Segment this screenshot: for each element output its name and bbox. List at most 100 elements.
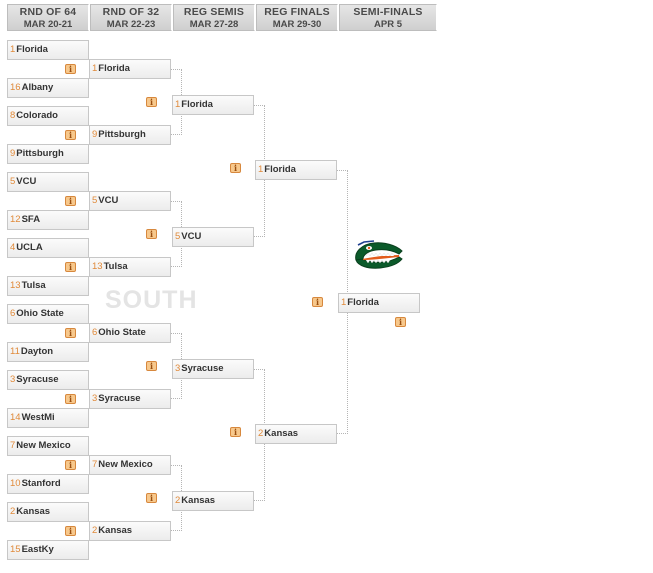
rnd64-slot[interactable]: 16Albany — [7, 78, 89, 98]
rnd64-slot[interactable]: 6Ohio State — [7, 304, 89, 324]
game-info-icon[interactable]: i — [65, 262, 76, 272]
team-name: Florida — [347, 297, 379, 308]
seed: 3 — [175, 363, 181, 374]
team-name: Dayton — [20, 346, 54, 357]
rnd64-slot[interactable]: 13Tulsa — [7, 276, 89, 296]
seed: 1 — [175, 99, 181, 110]
round-header-semi-finals: SEMI-FINALS APR 5 — [339, 4, 437, 31]
seed: 5 — [10, 176, 16, 187]
game-info-icon[interactable]: i — [146, 361, 157, 371]
seed: 9 — [10, 148, 16, 159]
rnd64-slot[interactable]: 2Kansas — [7, 502, 89, 522]
rnd64-slot[interactable]: 14WestMi — [7, 408, 89, 428]
game-info-icon[interactable]: i — [146, 493, 157, 503]
team-name: Syracuse — [181, 363, 224, 374]
team-name: Albany — [21, 82, 54, 93]
rnd32-slot[interactable]: 7New Mexico — [89, 455, 171, 475]
team-name: Syracuse — [16, 374, 59, 385]
rnd64-slot[interactable]: 9Pittsburgh — [7, 144, 89, 164]
reg-finals-slot[interactable]: 2Kansas — [255, 424, 337, 444]
team-name: Florida — [181, 99, 213, 110]
team-name: VCU — [16, 176, 37, 187]
seed: 13 — [92, 261, 103, 272]
game-info-icon[interactable]: i — [230, 427, 241, 437]
seed: 6 — [10, 308, 16, 319]
team-name: New Mexico — [16, 440, 71, 451]
game-info-icon[interactable]: i — [65, 526, 76, 536]
game-info-icon[interactable]: i — [395, 317, 406, 327]
reg-semis-slot[interactable]: 5VCU — [172, 227, 254, 247]
rnd64-slot[interactable]: 1Florida — [7, 40, 89, 60]
reg-semis-slot[interactable]: 1Florida — [172, 95, 254, 115]
reg-finals-slot[interactable]: 1Florida — [255, 160, 337, 180]
reg-semis-slot[interactable]: 2Kansas — [172, 491, 254, 511]
game-info-icon[interactable]: i — [312, 297, 323, 307]
team-name: VCU — [98, 195, 119, 206]
seed: 14 — [10, 412, 21, 423]
florida-gators-logo — [355, 240, 403, 269]
rnd64-slot[interactable]: 7New Mexico — [7, 436, 89, 456]
rnd64-slot[interactable]: 10Stanford — [7, 474, 89, 494]
team-name: Ohio State — [16, 308, 64, 319]
seed: 10 — [10, 478, 21, 489]
team-name: UCLA — [16, 242, 43, 253]
team-name: Kansas — [264, 428, 299, 439]
game-info-icon[interactable]: i — [65, 394, 76, 404]
team-name: Kansas — [98, 525, 133, 536]
rnd32-slot[interactable]: 6Ohio State — [89, 323, 171, 343]
rnd64-slot[interactable]: 12SFA — [7, 210, 89, 230]
semi-finals-slot[interactable]: 1Florida — [338, 293, 420, 313]
game-info-icon[interactable]: i — [65, 130, 76, 140]
seed: 7 — [92, 459, 98, 470]
round-dates: MAR 29-30 — [272, 19, 322, 30]
team-name: Pittsburgh — [16, 148, 64, 159]
rnd64-slot[interactable]: 3Syracuse — [7, 370, 89, 390]
seed: 11 — [10, 346, 20, 357]
seed: 3 — [10, 374, 16, 385]
seed: 7 — [10, 440, 16, 451]
game-info-icon[interactable]: i — [65, 460, 76, 470]
rnd64-slot[interactable]: 15EastKy — [7, 540, 89, 560]
rnd32-slot[interactable]: 9Pittsburgh — [89, 125, 171, 145]
game-info-icon[interactable]: i — [230, 163, 241, 173]
team-name: Florida — [264, 164, 296, 175]
team-name: Syracuse — [98, 393, 141, 404]
rnd32-slot[interactable]: 1Florida — [89, 59, 171, 79]
game-info-icon[interactable]: i — [65, 64, 76, 74]
seed: 5 — [175, 231, 181, 242]
rnd32-slot[interactable]: 2Kansas — [89, 521, 171, 541]
rnd32-slot[interactable]: 13Tulsa — [89, 257, 171, 277]
seed: 1 — [10, 44, 16, 55]
rnd64-slot[interactable]: 5VCU — [7, 172, 89, 192]
seed: 12 — [10, 214, 21, 225]
rnd64-slot[interactable]: 8Colorado — [7, 106, 89, 126]
game-info-icon[interactable]: i — [146, 229, 157, 239]
round-title: RND OF 32 — [102, 6, 160, 18]
round-header-reg-finals: REG FINALS MAR 29-30 — [256, 4, 338, 31]
team-name: SFA — [21, 214, 41, 225]
seed: 16 — [10, 82, 21, 93]
team-name: Pittsburgh — [98, 129, 146, 140]
team-name: Tulsa — [103, 261, 128, 272]
team-name: WestMi — [21, 412, 55, 423]
seed: 15 — [10, 544, 21, 555]
seed: 1 — [341, 297, 347, 308]
reg-semis-slot[interactable]: 3Syracuse — [172, 359, 254, 379]
seed: 6 — [92, 327, 98, 338]
seed: 5 — [92, 195, 98, 206]
team-name: Stanford — [21, 478, 61, 489]
rnd32-slot[interactable]: 3Syracuse — [89, 389, 171, 409]
round-title: RND OF 64 — [19, 6, 77, 18]
seed: 2 — [10, 506, 16, 517]
seed: 1 — [92, 63, 98, 74]
seed: 2 — [92, 525, 98, 536]
team-name: Kansas — [16, 506, 51, 517]
rnd32-slot[interactable]: 5VCU — [89, 191, 171, 211]
game-info-icon[interactable]: i — [65, 328, 76, 338]
rnd64-slot[interactable]: 11Dayton — [7, 342, 89, 362]
rnd64-slot[interactable]: 4UCLA — [7, 238, 89, 258]
game-info-icon[interactable]: i — [65, 196, 76, 206]
team-name: VCU — [181, 231, 202, 242]
round-header-reg-semis: REG SEMIS MAR 27-28 — [173, 4, 255, 31]
game-info-icon[interactable]: i — [146, 97, 157, 107]
